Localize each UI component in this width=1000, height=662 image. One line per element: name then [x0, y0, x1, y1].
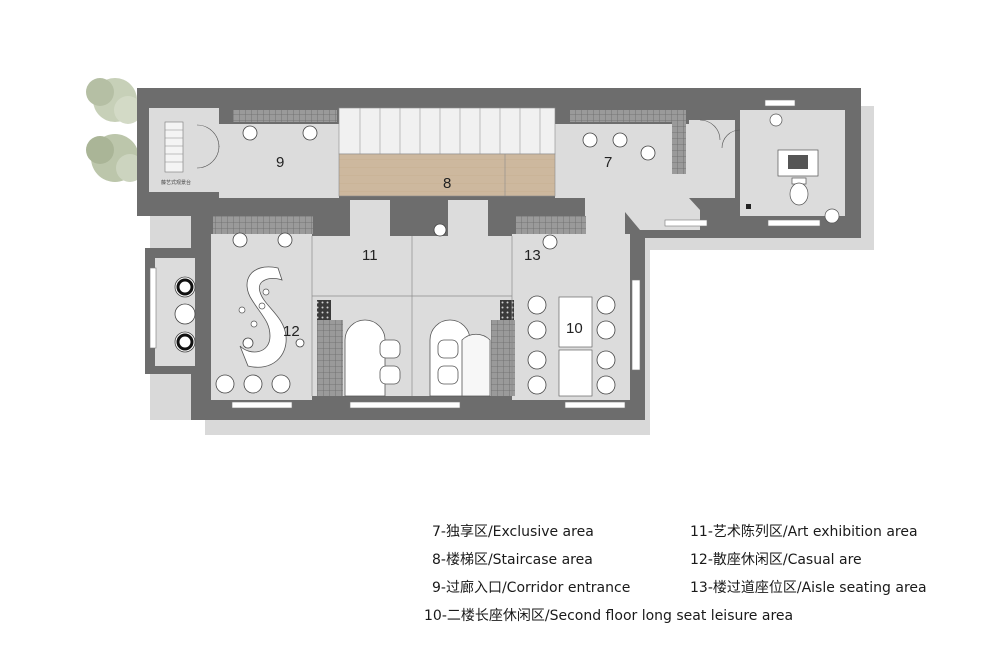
- staircase: [338, 107, 556, 197]
- legend-item-7: 7-独享区/Exclusive area: [432, 524, 594, 540]
- room-label-12: 12: [283, 323, 300, 340]
- room-label-11: 11: [362, 247, 378, 264]
- windows: [149, 99, 821, 409]
- bathroom: [746, 113, 840, 224]
- tree-icon: [86, 78, 144, 182]
- door-swings: [196, 119, 741, 169]
- room-label-13: 13: [524, 247, 541, 264]
- dark-grilles: [317, 300, 514, 320]
- art-niches: [344, 319, 491, 397]
- legend-item-12: 12-散座休闲区/Casual are: [690, 552, 862, 568]
- legend-item-8: 8-楼梯区/Staircase area: [432, 552, 593, 568]
- room-label-9: 9: [276, 154, 284, 171]
- long-bench: [558, 296, 593, 397]
- floor-plan: 藤艺式观景台: [86, 78, 874, 435]
- s-sofa: [239, 266, 287, 368]
- chair-rings: [176, 278, 194, 351]
- legend-item-9: 9-过廊入口/Corridor entrance: [432, 580, 631, 596]
- room-label-10: 10: [566, 320, 583, 337]
- legend-item-11: 11-艺术陈列区/Art exhibition area: [690, 524, 918, 540]
- balcony-note: 藤艺式观景台: [161, 179, 191, 186]
- room-label-7: 7: [604, 154, 612, 171]
- room-label-8: 8: [443, 175, 451, 192]
- tile-strips: [213, 110, 686, 396]
- sofa-stools: [238, 288, 270, 328]
- legend-item-13: 13-楼过道座位区/Aisle seating area: [690, 580, 927, 596]
- legend-item-10: 10-二楼长座休闲区/Second floor long seat leisur…: [424, 608, 794, 624]
- balcony: 藤艺式观景台: [161, 121, 191, 186]
- partitions: [311, 236, 513, 396]
